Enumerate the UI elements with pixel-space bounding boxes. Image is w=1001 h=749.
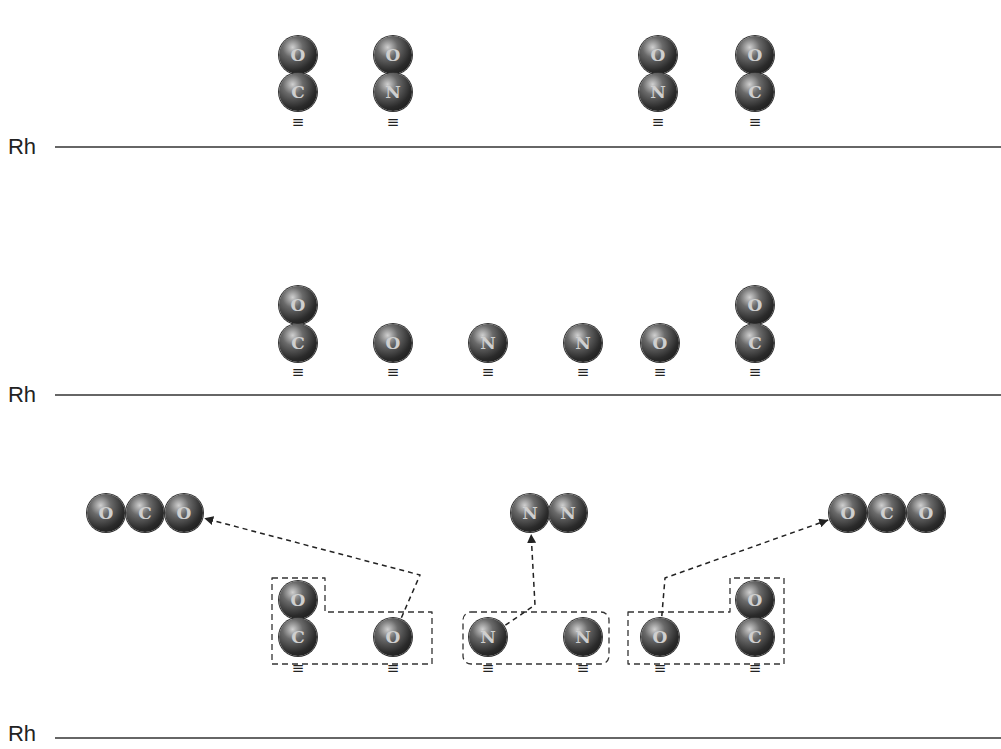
atom-sphere: N (469, 324, 507, 362)
atom-sphere: C (279, 618, 317, 656)
atom-sphere: C (126, 494, 164, 532)
atom-symbol: N (480, 629, 496, 646)
atom-sphere: O (374, 36, 412, 74)
atom-sphere: N (511, 494, 549, 532)
atom-sphere: O (165, 494, 203, 532)
atom-symbol: N (560, 505, 576, 522)
atom-symbol: C (291, 84, 305, 101)
bond-mark: ≡ (292, 365, 305, 380)
atom-sphere: N (564, 324, 602, 362)
atom-symbol: O (919, 505, 934, 522)
atom-symbol: O (841, 505, 856, 522)
surface-label: Rh (8, 723, 36, 745)
rh-surface (55, 146, 1001, 148)
atom-sphere: O (736, 581, 774, 619)
atom-symbol: N (480, 335, 496, 352)
atom-symbol: O (291, 592, 306, 609)
atom-sphere: C (279, 73, 317, 111)
dashed-group (628, 578, 784, 664)
atom-sphere: N (564, 618, 602, 656)
bond-mark: ≡ (387, 365, 400, 380)
atom-symbol: O (748, 592, 763, 609)
atom-symbol: O (386, 629, 401, 646)
bond-mark: ≡ (482, 661, 495, 676)
bond-mark: ≡ (749, 115, 762, 130)
atom-sphere: O (279, 581, 317, 619)
atom-symbol: C (880, 505, 894, 522)
bond-mark: ≡ (654, 661, 667, 676)
atom-symbol: O (386, 335, 401, 352)
atom-symbol: O (748, 47, 763, 64)
atom-sphere: O (736, 36, 774, 74)
atom-sphere: O (641, 618, 679, 656)
atom-symbol: N (522, 505, 538, 522)
atom-symbol: O (177, 505, 192, 522)
atom-sphere: O (829, 494, 867, 532)
atom-symbol: O (291, 297, 306, 314)
bond-mark: ≡ (654, 365, 667, 380)
atom-symbol: O (653, 335, 668, 352)
atom-sphere: N (639, 73, 677, 111)
atom-symbol: O (386, 47, 401, 64)
atom-symbol: N (575, 629, 591, 646)
atom-sphere: C (279, 324, 317, 362)
surface-label: Rh (8, 384, 36, 406)
bond-mark: ≡ (577, 661, 590, 676)
rh-surface (55, 394, 1001, 396)
atom-symbol: C (291, 335, 305, 352)
atom-sphere: C (736, 73, 774, 111)
atom-symbol: C (748, 84, 762, 101)
bond-mark: ≡ (292, 115, 305, 130)
atom-sphere: O (736, 286, 774, 324)
atom-sphere: O (639, 36, 677, 74)
atom-symbol: O (653, 629, 668, 646)
atom-sphere: O (279, 286, 317, 324)
atom-sphere: O (907, 494, 945, 532)
dashed-group (463, 612, 609, 664)
reaction-arrow (505, 534, 535, 625)
atom-sphere: N (549, 494, 587, 532)
bond-mark: ≡ (387, 661, 400, 676)
atom-sphere: O (641, 324, 679, 362)
dashed-group (272, 578, 432, 664)
rh-surface (55, 737, 1001, 739)
atom-symbol: O (748, 297, 763, 314)
atom-symbol: C (748, 629, 762, 646)
atom-symbol: C (138, 505, 152, 522)
atom-sphere: O (279, 36, 317, 74)
atom-sphere: C (868, 494, 906, 532)
surface-label: Rh (8, 136, 36, 158)
atom-symbol: C (291, 629, 305, 646)
atom-symbol: N (385, 84, 401, 101)
bond-mark: ≡ (749, 365, 762, 380)
atom-sphere: O (374, 324, 412, 362)
atom-sphere: O (87, 494, 125, 532)
bond-mark: ≡ (652, 115, 665, 130)
atom-symbol: O (99, 505, 114, 522)
atom-symbol: N (650, 84, 666, 101)
atom-sphere: O (374, 618, 412, 656)
bond-mark: ≡ (387, 115, 400, 130)
bond-mark: ≡ (577, 365, 590, 380)
atom-symbol: O (291, 47, 306, 64)
atom-sphere: N (374, 73, 412, 111)
atom-symbol: N (575, 335, 591, 352)
atom-symbol: C (748, 335, 762, 352)
atom-sphere: C (736, 618, 774, 656)
atom-sphere: N (469, 618, 507, 656)
atom-symbol: O (651, 47, 666, 64)
bond-mark: ≡ (292, 661, 305, 676)
bond-mark: ≡ (482, 365, 495, 380)
atom-sphere: C (736, 324, 774, 362)
bond-mark: ≡ (749, 661, 762, 676)
